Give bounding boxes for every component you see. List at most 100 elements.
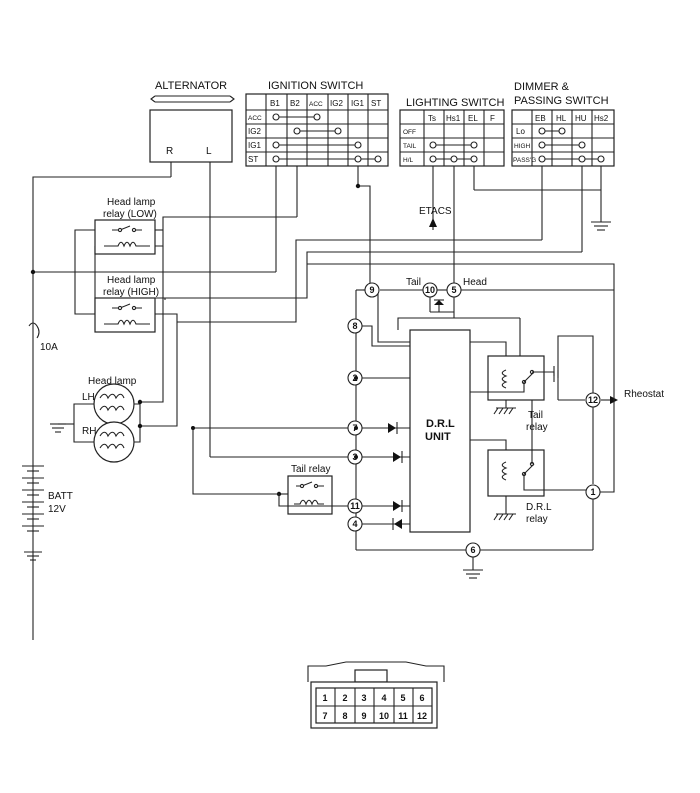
ls-row-hl: H/L: [403, 157, 414, 164]
pin-5: 5: [446, 282, 462, 298]
ign-row-ig2: IG2: [248, 127, 261, 136]
connector-pin-12: 12: [417, 711, 427, 721]
ds-row-lo: Lo: [516, 127, 525, 136]
ign-col-b1: B1: [270, 99, 280, 108]
drl-right-pins: Rheostat: [356, 290, 664, 579]
ds-col-hu: HU: [575, 114, 587, 123]
drl-unit: D.R.L UNIT: [409, 329, 471, 533]
head-lamp-lh: LH: [82, 392, 95, 403]
svg-text:4: 4: [352, 519, 357, 529]
pin-10: 10: [422, 282, 438, 298]
connector-pin-3: 3: [361, 693, 366, 703]
connector-pin-4: 4: [381, 693, 386, 703]
tail-label: Tail: [406, 277, 421, 288]
drl-connector: 1 2 3 4 5 6 7 8 9 10 11 12: [307, 661, 445, 729]
main-wiring: 10A BATT 12V: [22, 176, 582, 640]
ign-col-ig1: IG1: [351, 99, 364, 108]
dimmer-title-1: DIMMER &: [514, 81, 570, 93]
alternator-r-terminal: R: [166, 146, 173, 157]
drl-unit-label-2: UNIT: [425, 431, 451, 443]
svg-text:10: 10: [425, 285, 435, 295]
ign-row-st: ST: [248, 155, 258, 164]
tail-relay-right-label-1: Tail: [528, 410, 543, 421]
battery: BATT 12V: [22, 465, 73, 561]
relay-high-label-1: Head lamp: [107, 275, 156, 286]
etacs-output: ETACS: [419, 206, 452, 227]
drl-relay: D.R.L relay: [470, 400, 594, 525]
svg-text:6: 6: [470, 545, 475, 555]
lighting-switch: LIGHTING SWITCH Ts Hs1 EL F OFF TAIL H/L: [399, 97, 601, 283]
svg-text:5: 5: [451, 285, 456, 295]
svg-text:11: 11: [350, 501, 360, 511]
ds-row-passg: PASS'G: [513, 157, 536, 164]
ls-col-ts: Ts: [428, 114, 436, 123]
pin-8: 8: [347, 318, 363, 334]
etacs-label: ETACS: [419, 206, 452, 217]
ignition-switch: IGNITION SWITCH B1 B2 ACC IG2 IG1 ST ACC…: [245, 80, 389, 264]
ign-row-ig1: IG1: [248, 141, 261, 150]
tail-relay-left: Tail relay: [192, 426, 356, 515]
head-lamp-label: Head lamp: [88, 376, 137, 387]
ds-col-hl: HL: [556, 114, 567, 123]
ls-row-tail: TAIL: [403, 143, 417, 150]
battery-label: BATT: [48, 491, 73, 502]
head-label: Head: [463, 277, 487, 288]
lighting-title: LIGHTING SWITCH: [406, 97, 504, 109]
relay-low-label-1: Head lamp: [107, 197, 156, 208]
connector-pin-2: 2: [342, 693, 347, 703]
pin-1: 1: [585, 484, 601, 500]
pin-12: 12: [585, 392, 601, 408]
ls-row-off: OFF: [403, 129, 416, 136]
alternator: ALTERNATOR R L: [149, 80, 235, 457]
head-lamp-relay-low: Head lamp relay (LOW): [94, 197, 157, 255]
tail-relay-right-label-2: relay: [526, 422, 548, 433]
drl-top-pins: Tail Head: [307, 263, 615, 330]
drl-relay-label-1: D.R.L: [526, 502, 552, 513]
ls-col-el: EL: [468, 114, 478, 123]
ds-row-high: HIGH: [514, 143, 531, 150]
connector-pin-6: 6: [419, 693, 424, 703]
pin-6: 6: [465, 542, 481, 558]
fuse-label: 10A: [40, 342, 58, 353]
head-lamp-rh: RH: [82, 426, 96, 437]
connector-pin-8: 8: [342, 711, 347, 721]
drl-unit-box: [409, 329, 471, 533]
svg-text:1: 1: [590, 487, 595, 497]
svg-text:12: 12: [588, 395, 598, 405]
dimmer-title-2: PASSING SWITCH: [514, 95, 609, 107]
connector-pin-5: 5: [400, 693, 405, 703]
ds-col-eb: EB: [535, 114, 546, 123]
head-lamp-relay-high: Head lamp relay (HIGH): [94, 275, 159, 333]
relay-high-label-2: relay (HIGH): [103, 287, 159, 298]
ls-col-hs1: Hs1: [446, 114, 461, 123]
alternator-body: [149, 109, 233, 163]
tail-relay-left-label: Tail relay: [291, 464, 330, 475]
svg-text:9: 9: [369, 285, 374, 295]
pin-9: 9: [364, 282, 380, 298]
drl-relay-label-2: relay: [526, 514, 548, 525]
connector-pin-1: 1: [322, 693, 327, 703]
tail-relay-right: Tail relay: [454, 317, 559, 433]
head-lamps: Head lamp LH RH: [50, 376, 143, 463]
ign-col-st: ST: [371, 99, 381, 108]
connector-pin-10: 10: [379, 711, 389, 721]
dimmer-passing-switch: DIMMER & PASSING SWITCH EB HL HU Hs2 Lo …: [511, 81, 615, 252]
pin-4: 4: [347, 516, 363, 532]
ign-col-b2: B2: [290, 99, 300, 108]
connector-pin-9: 9: [361, 711, 366, 721]
battery-voltage: 12V: [48, 504, 66, 515]
ign-col-ig2: IG2: [330, 99, 343, 108]
drl-unit-label-1: D.R.L: [426, 418, 455, 430]
ign-col-acc: ACC: [309, 101, 323, 108]
ign-row-acc: ACC: [248, 115, 262, 122]
connector-pin-11: 11: [398, 711, 408, 721]
alternator-l-terminal: L: [206, 146, 212, 157]
pin-11: 11: [347, 498, 363, 514]
relay-low-label-2: relay (LOW): [103, 209, 157, 220]
alternator-title: ALTERNATOR: [155, 80, 227, 92]
connector-pin-7: 7: [322, 711, 327, 721]
svg-text:8: 8: [352, 321, 357, 331]
ls-col-f: F: [490, 114, 495, 123]
rheostat-label: Rheostat: [624, 389, 664, 400]
